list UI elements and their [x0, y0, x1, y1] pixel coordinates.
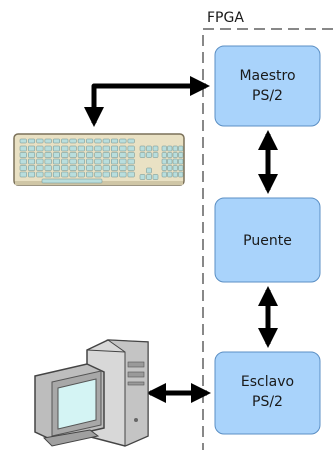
slave-block-label: Esclavo: [241, 374, 294, 390]
bridge-block-label: Puente: [243, 233, 292, 249]
slave-block-sublabel: PS/2: [252, 394, 283, 410]
bridge-block: Puente: [214, 197, 321, 283]
keyboard-master-arrow: [84, 76, 210, 127]
master-block-label: Maestro: [239, 68, 295, 84]
computer-icon: [34, 339, 149, 447]
fpga-boundary: [202, 28, 333, 450]
fpga-label: FPGA: [207, 10, 244, 26]
slave-ps2-block: Esclavo PS/2: [214, 351, 321, 435]
master-ps2-block: Maestro PS/2: [214, 45, 321, 127]
keyboard-icon: [13, 133, 185, 186]
master-block-sublabel: PS/2: [252, 88, 283, 104]
